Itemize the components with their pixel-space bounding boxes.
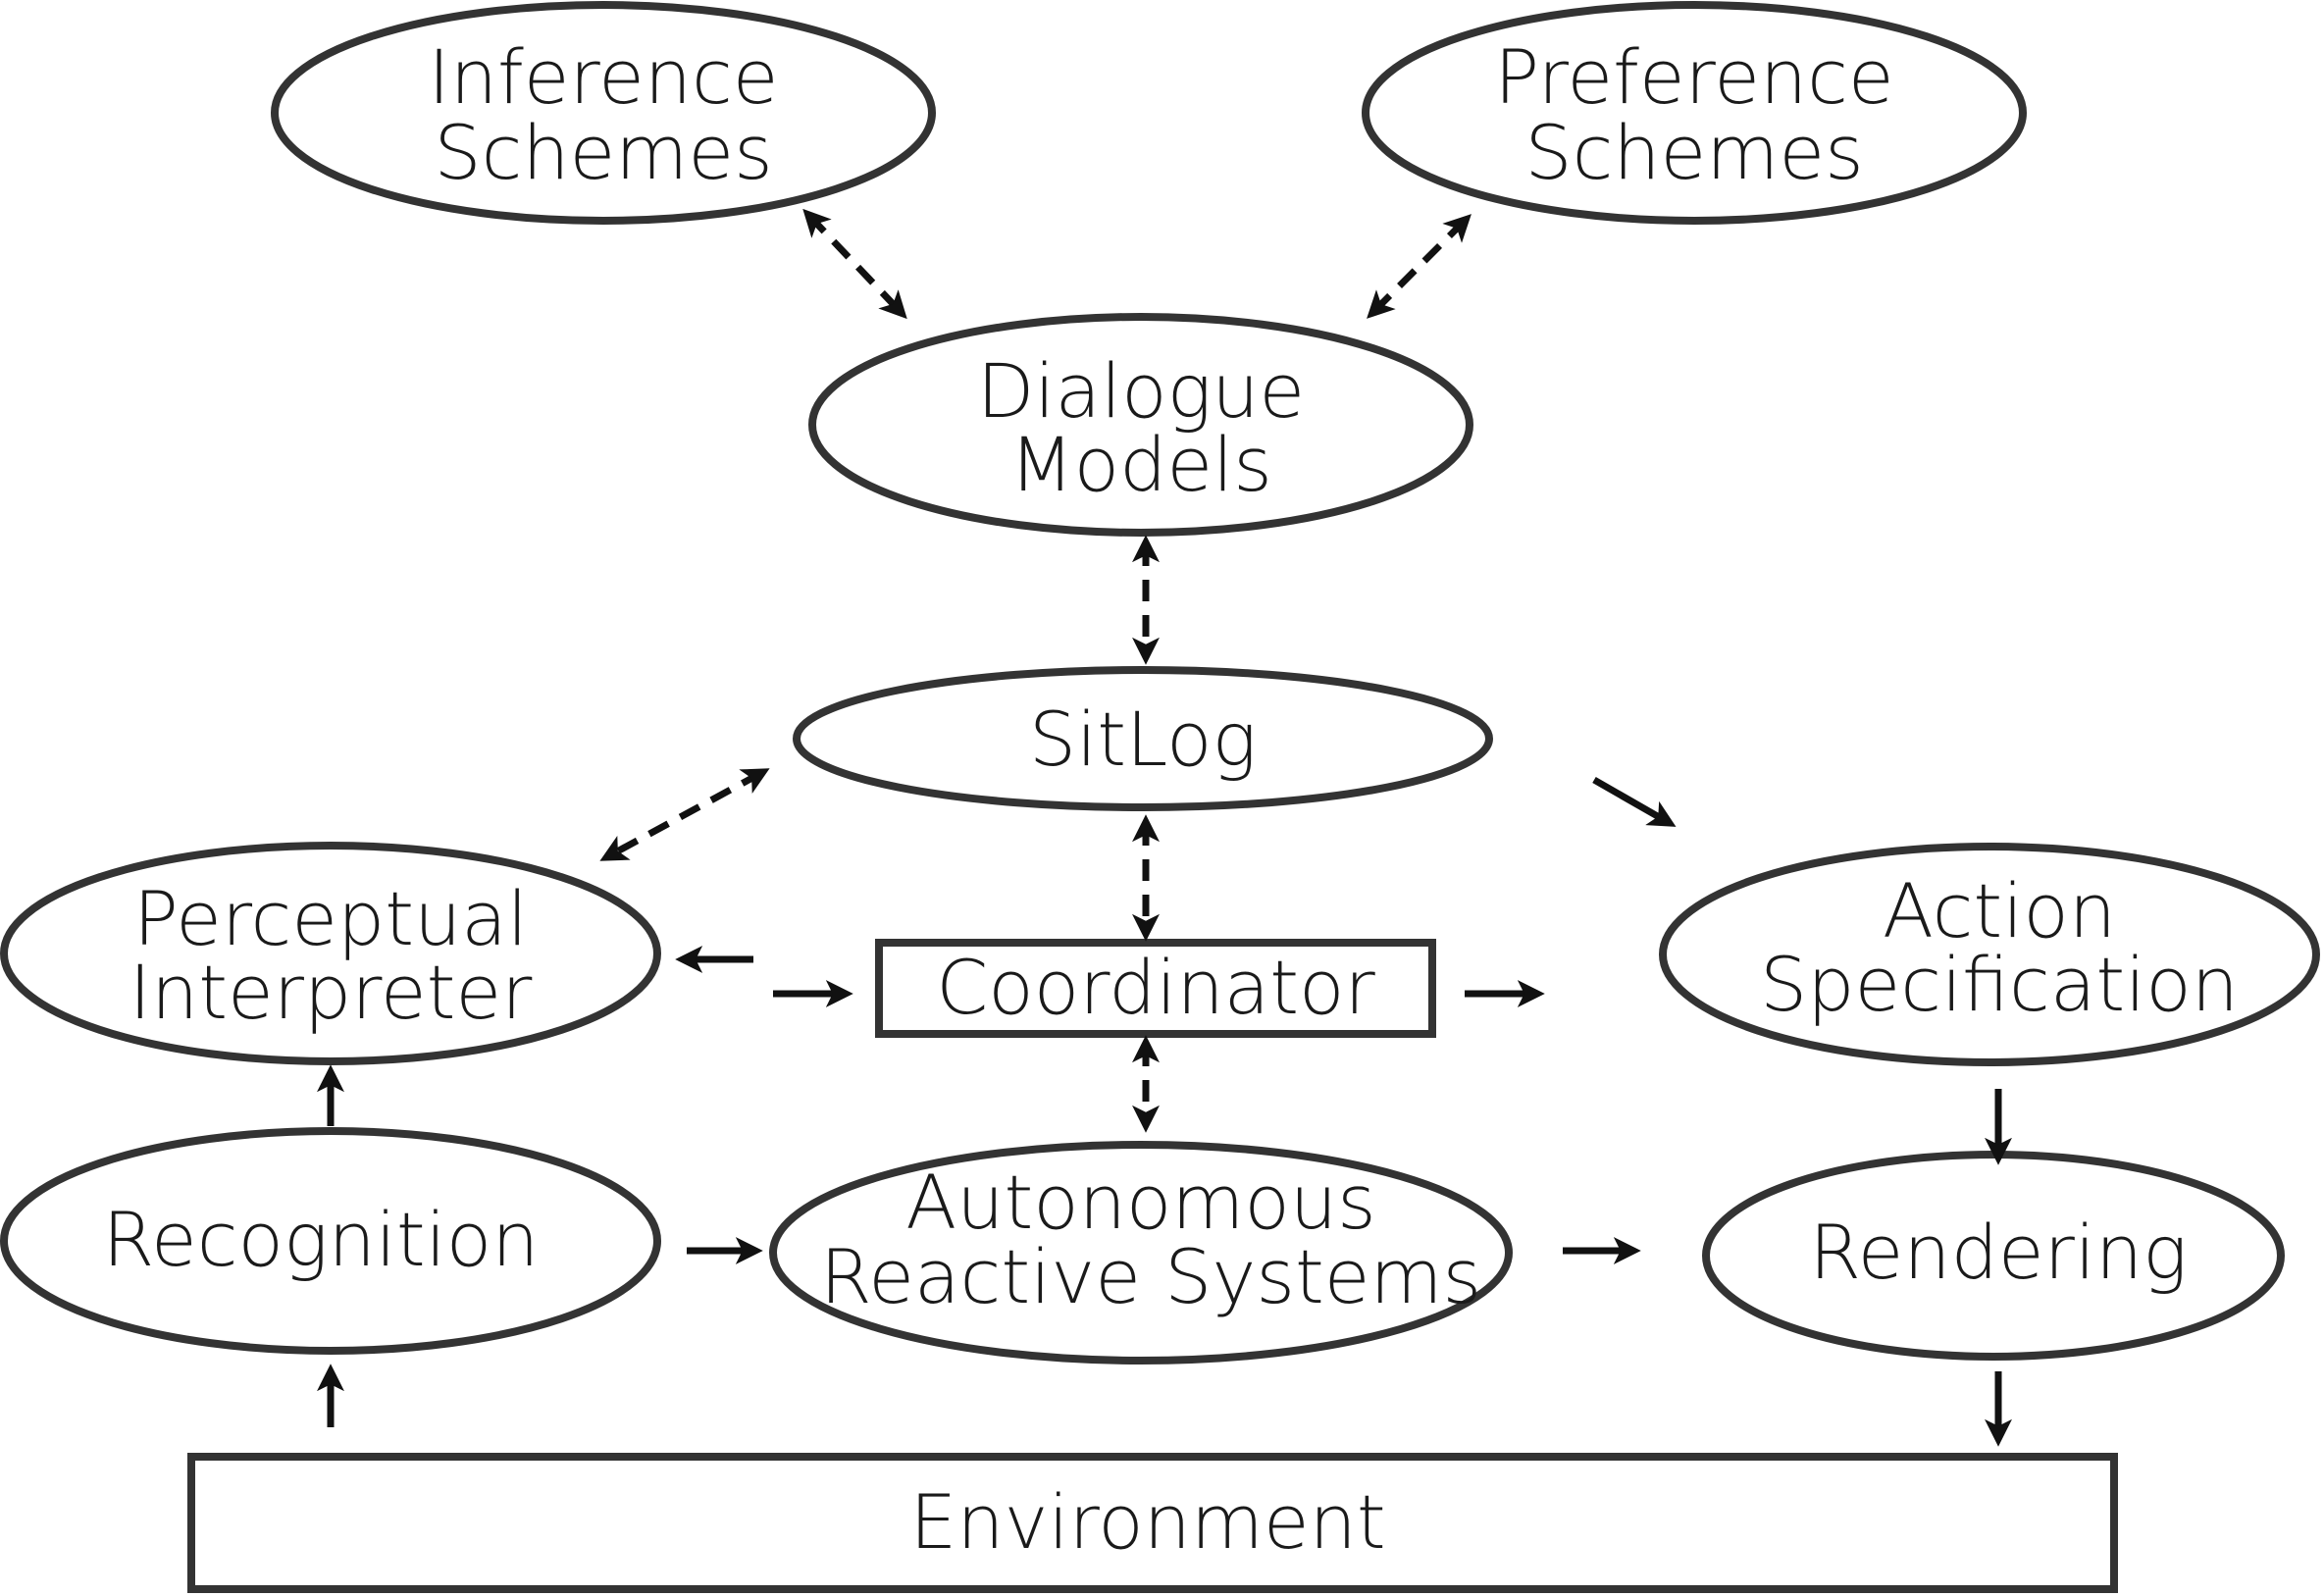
node-autonomous-reactive-systems: Autonomous Reactive Systems xyxy=(769,1141,1513,1364)
node-perceptual-interpreter: Perceptual Interpreter xyxy=(0,842,661,1065)
autonomous-reactive-systems-line-1: Autonomous xyxy=(905,1158,1375,1246)
perceptual-interpreter-line-2: Interpreter xyxy=(129,949,534,1036)
coordinator-label: Coordinator xyxy=(936,944,1375,1031)
edge-sitlog-perceptual xyxy=(599,768,770,861)
environment-label: Environment xyxy=(909,1478,1385,1566)
rendering-label: Rendering xyxy=(1809,1209,2187,1296)
node-preference-schemes: Preference Schemes xyxy=(1362,1,2027,225)
inference-schemes-line-1: Inference xyxy=(428,33,778,121)
edge-preference-dialogue xyxy=(1367,214,1472,319)
node-recognition: Recognition xyxy=(0,1127,661,1355)
node-action-specification: Action Specification xyxy=(1659,843,2320,1066)
preference-schemes-line-2: Schemes xyxy=(1524,109,1863,196)
autonomous-reactive-systems-line-2: Reactive Systems xyxy=(820,1233,1481,1320)
action-specification-line-1: Action xyxy=(1883,867,2116,954)
node-sitlog: SitLog xyxy=(793,666,1493,811)
node-inference-schemes: Inference Schemes xyxy=(271,1,936,225)
dialogue-models-line-2: Models xyxy=(1009,421,1272,508)
perceptual-interpreter-line-1: Perceptual xyxy=(133,875,528,962)
sitlog-label: SitLog xyxy=(1029,695,1257,783)
inference-schemes-line-2: Schemes xyxy=(434,109,772,196)
node-rendering: Rendering xyxy=(1702,1151,2285,1361)
preference-schemes-line-1: Preference xyxy=(1494,33,1893,121)
action-specification-line-2: Specification xyxy=(1760,941,2239,1028)
dialogue-models-line-1: Dialogue xyxy=(977,347,1305,435)
edge-inference-dialogue xyxy=(802,208,907,320)
edge-sitlog-action xyxy=(1592,776,1677,827)
node-environment: Environment xyxy=(187,1453,2118,1593)
recognition-label: Recognition xyxy=(103,1196,540,1283)
node-coordinator: Coordinator xyxy=(875,939,1436,1038)
node-dialogue-models: Dialogue Models xyxy=(808,313,1473,537)
